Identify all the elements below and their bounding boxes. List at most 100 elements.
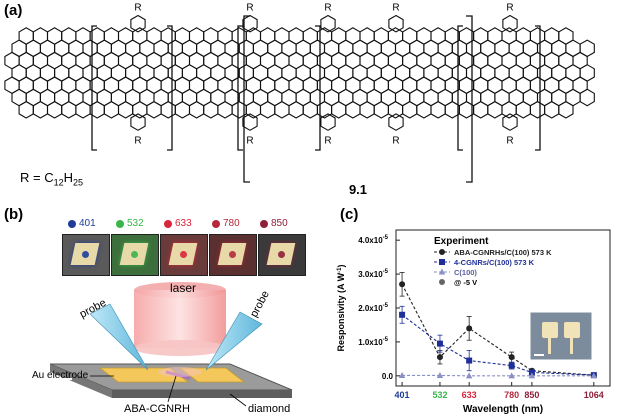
- x-tick-label: 1064: [584, 390, 604, 400]
- inset-photo: [529, 311, 593, 361]
- probe-right-label: probe: [248, 289, 272, 319]
- data-point: [508, 362, 515, 369]
- data-point: [438, 268, 446, 275]
- au-electrode-label: Au electrode: [32, 370, 89, 381]
- benzene-ring: [242, 113, 258, 131]
- series-line: [401, 314, 594, 376]
- benzene-ring: [544, 100, 560, 119]
- r-group-top: R: [134, 3, 141, 14]
- benzene-ring: [203, 100, 219, 119]
- wavelength-item-780: 780: [212, 218, 240, 229]
- wavelength-dot-icon: [212, 219, 220, 228]
- device-photo-850: [258, 234, 306, 276]
- x-axis-label: Wavelength (nm): [463, 404, 543, 415]
- unit-bracket-close: [466, 15, 473, 183]
- laser-bottom: [134, 340, 226, 356]
- benzene-ring: [61, 100, 77, 119]
- x-tick-label: 633: [462, 390, 477, 400]
- benzene-ring: [502, 14, 518, 33]
- benzene-ring: [359, 100, 375, 119]
- r-group-bottom: R: [246, 135, 253, 146]
- benzene-ring: [320, 113, 336, 131]
- wavelength-value: 633: [175, 218, 192, 229]
- benzene-ring: [217, 100, 233, 119]
- r-formula-h: H: [63, 170, 73, 185]
- device-photo-633: [160, 234, 208, 276]
- laser-label: laser: [170, 281, 196, 295]
- bracket-close: [535, 25, 541, 151]
- r-subscript-25: 25: [73, 177, 84, 188]
- wavelength-item-401: 401: [68, 218, 96, 229]
- r-group-top: R: [392, 3, 399, 14]
- benzene-ring: [160, 100, 176, 119]
- benzene-ring: [529, 100, 546, 119]
- device-photo-401: [62, 234, 110, 276]
- legend-entry: 4-CGNRs/C(100) 573 K: [454, 258, 535, 267]
- wavelength-value: 532: [127, 218, 144, 229]
- data-point: [508, 372, 515, 379]
- r-group-bottom: R: [134, 135, 141, 146]
- laser-spot: [158, 367, 202, 377]
- benzene-ring: [274, 100, 290, 119]
- x-tick-label: 780: [504, 390, 519, 400]
- data-point: [528, 372, 536, 379]
- data-point: [508, 354, 515, 361]
- benzene-ring: [331, 100, 347, 119]
- series-2: [398, 371, 598, 379]
- wavelength-dot-icon: [68, 219, 76, 228]
- benzene-ring: [430, 100, 446, 119]
- y-tick-label: 0.0: [382, 372, 394, 381]
- r-group-bottom: R: [392, 135, 399, 146]
- data-point: [439, 259, 445, 265]
- benzene-ring: [130, 113, 146, 131]
- ribbon-label: ABA-CGNRH: [124, 403, 190, 415]
- r-definition: R = C12H25: [20, 170, 83, 188]
- benzene-ring: [402, 100, 418, 119]
- y-tick-label: 4.0x10-5: [358, 235, 388, 245]
- wavelength-item-633: 633: [164, 218, 192, 229]
- benzene-ring: [130, 14, 146, 33]
- benzene-ring: [103, 100, 120, 119]
- benzene-ring: [487, 100, 503, 119]
- benzene-ring: [345, 100, 361, 119]
- device-photo-780: [209, 234, 257, 276]
- x-tick-label: 401: [395, 390, 410, 400]
- bracket-open: [457, 25, 463, 151]
- wavelength-item-532: 532: [116, 218, 144, 229]
- benzene-ring: [388, 113, 404, 131]
- panel-c-label: (c): [340, 206, 359, 223]
- benzene-ring: [502, 113, 518, 131]
- legend-title: Experiment: [434, 236, 489, 247]
- bracket-close: [315, 25, 321, 151]
- benzene-ring: [515, 100, 531, 119]
- benzene-ring: [174, 100, 191, 119]
- r-group-top: R: [506, 3, 513, 14]
- data-point: [399, 281, 406, 288]
- probe-right: [205, 311, 263, 371]
- benzene-ring: [146, 100, 162, 119]
- benzene-ring: [32, 100, 49, 119]
- bracket-close: [167, 25, 173, 151]
- wavelength-value: 401: [79, 218, 96, 229]
- bracket-open: [237, 25, 243, 151]
- r-group-top: R: [324, 3, 331, 14]
- scale-bar: [62, 378, 72, 380]
- x-tick-label: 850: [524, 390, 539, 400]
- benzene-ring: [501, 100, 517, 119]
- r-formula-text: R = C: [20, 170, 54, 185]
- benzene-ring: [320, 14, 336, 33]
- legend-bias: @ -5 V: [454, 278, 477, 287]
- data-point: [398, 371, 406, 378]
- diamond-substrate-side: [112, 390, 292, 398]
- y-tick-label: 1.0x10-5: [358, 337, 388, 347]
- wavelength-dot-icon: [260, 219, 268, 228]
- wavelength-value: 850: [271, 218, 288, 229]
- data-point: [439, 249, 445, 255]
- benzene-ring: [558, 100, 574, 119]
- panel-b-label: (b): [4, 206, 24, 223]
- benzene-ring: [387, 100, 404, 119]
- repeat-unit-label: 9.1: [349, 182, 367, 197]
- benzene-ring: [473, 100, 489, 119]
